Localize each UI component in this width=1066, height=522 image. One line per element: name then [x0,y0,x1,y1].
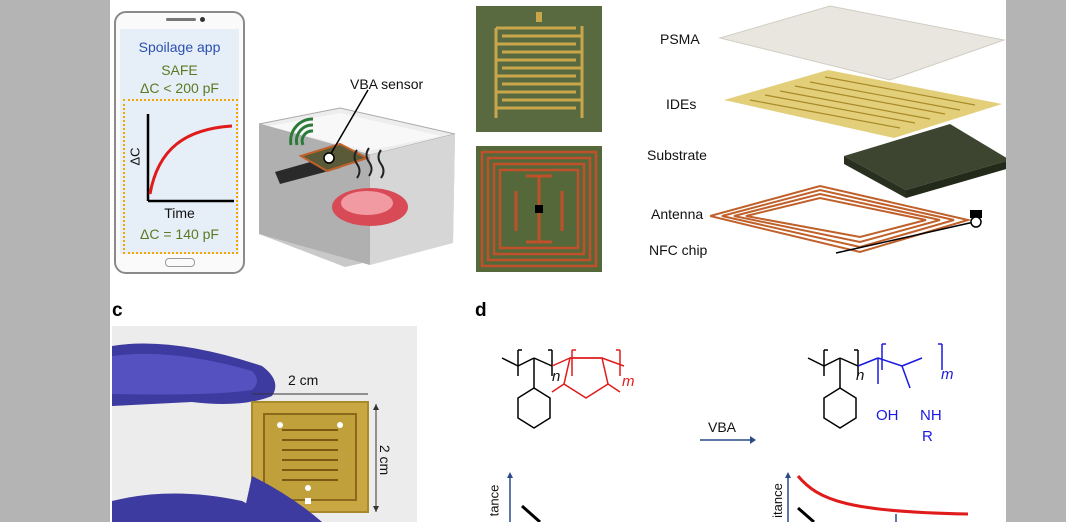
app-title: Spoilage app [138,39,221,55]
graph-x-label: Time [164,205,195,221]
figure-page: Spoilage app SAFE ΔC < 200 pF ΔC Time ΔC… [110,0,1006,522]
phone-camera-icon [200,17,205,22]
graph-box [123,99,238,254]
graph-curve [148,124,233,195]
phone-speaker [166,18,196,21]
plot-left-ylabel: tance [486,484,502,517]
psma-structure [501,349,625,429]
exploded-view [710,5,1006,254]
plot-right-ylabel: itance [769,483,785,518]
left-sub-m: m [622,373,635,390]
ide-fingers [496,26,582,110]
layer-label-psma: PSMA [660,31,700,47]
layer-label-nfc-chip: NFC chip [649,242,708,258]
left-sub-n: n [552,368,561,385]
graph-y-label: ΔC [127,147,143,166]
layer-label-antenna: Antenna [651,206,704,222]
sensor-label: VBA sensor [350,76,424,92]
phone-home-button [165,258,195,267]
phone: Spoilage app SAFE ΔC < 200 pF ΔC Time ΔC… [114,11,245,274]
reaction-label: VBA [708,419,737,435]
antenna-micrograph [476,146,602,272]
panel-label-c: c [112,300,123,321]
photo-illustration [112,343,379,522]
reaction-arrow [700,436,756,444]
phone-screen: Spoilage app SAFE ΔC < 200 pF ΔC Time ΔC… [120,29,239,254]
layer-label-ides: IDEs [666,96,697,112]
right-sub-m: m [941,366,954,383]
right-oh: OH [876,407,899,424]
right-sub-n: n [856,367,865,384]
layer-antenna [710,184,972,254]
right-r: R [922,428,933,445]
layer-substrate [844,124,1006,190]
width-dimension: 2 cm [288,372,319,388]
threshold-text: ΔC < 200 pF [139,80,219,96]
plot-right [785,472,969,522]
reading-text: ΔC = 140 pF [139,226,219,242]
layer-label-substrate: Substrate [647,147,707,163]
right-nh: NH [920,407,942,424]
layer-ides [724,70,1002,138]
height-dimension: 2 cm [377,444,394,476]
status-text: SAFE [161,62,198,78]
sensor-photo: 2 cm 2 cm [112,326,417,522]
plot-left [507,472,541,522]
ide-micrograph [476,6,602,132]
antenna-coils [480,150,598,268]
food-container [258,89,456,267]
phone-graph [146,114,234,203]
panel-label-d: d [475,300,487,321]
product-structure [807,343,943,429]
layer-psma [718,5,1006,81]
